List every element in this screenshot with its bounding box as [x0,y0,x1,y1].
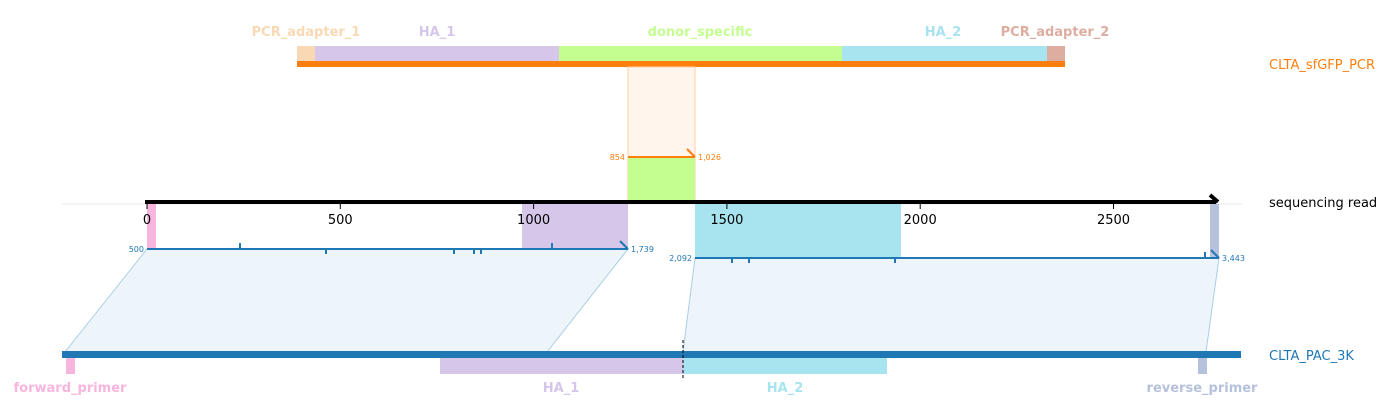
top-feature-ha-2 [842,46,1047,61]
right-alignment-start-label: 2,092 [669,254,692,263]
axis-tick-label: 500 [328,213,353,228]
read-feature-reverse-primer [1210,204,1219,258]
bottom-track-bar [62,351,1241,358]
axis-tick-label: 1500 [710,213,743,228]
right-alignment-arrow [1210,249,1220,259]
axis-tick-label: 0 [143,213,151,228]
top-alignment-arrow [686,148,696,158]
top-label-pcr-adapter-1: PCR_adapter_1 [252,25,361,40]
left-alignment-mismatches [239,243,553,254]
top-track-name: CLTA_sfGFP_PCR [1269,58,1375,73]
left-alignment-end-label: 1,739 [631,245,654,254]
top-feature-pcr-adapter-2 [1047,46,1065,61]
top-track-bar [297,61,1065,67]
axis-tick-label: 2500 [1097,213,1130,228]
bottom-label-ha-1: HA_1 [543,381,580,396]
top-track: PCR_adapter_1 HA_1 donor_specific HA_2 P… [252,25,1375,73]
left-alignment-link [63,248,630,353]
right-alignment-end-label: 3,443 [1222,254,1245,263]
bottom-feature-forward-primer [66,358,75,374]
top-alignment-end-label: 1,026 [698,153,721,162]
bottom-feature-ha-1 [440,358,683,374]
top-label-ha-1: HA_1 [419,25,456,40]
bottom-track-name: CLTA_PAC_3K [1269,349,1354,364]
top-alignment-start-label: 854 [610,153,625,162]
bottom-label-ha-2: HA_2 [767,381,804,396]
top-feature-pcr-adapter-1 [297,46,315,61]
right-alignment-mismatches [731,252,1206,263]
read-feature-ha-2 [695,204,901,258]
left-alignment-arrow [619,240,629,250]
bottom-label-reverse-primer: reverse_primer [1147,381,1259,396]
bottom-label-forward-primer: forward_primer [14,381,128,396]
bottom-feature-ha-2 [683,358,887,374]
right-alignment: 2,092 3,443 [669,249,1245,353]
top-alignment-donor-block [628,157,695,202]
read-feature-forward-primer [147,204,156,249]
top-feature-donor-specific [559,46,842,61]
read-feature-ha-1 [522,204,628,249]
bottom-feature-reverse-primer [1198,358,1207,374]
read-arrow-head [1208,193,1220,204]
top-label-donor-specific: donor_specific [648,25,753,40]
axis-tick-label: 1000 [517,213,550,228]
left-alignment: 500 1,739 [63,240,654,353]
left-alignment-start-label: 500 [129,245,144,254]
top-feature-ha-1 [315,46,559,61]
axis-tick-label: 2000 [904,213,937,228]
top-label-ha-2: HA_2 [925,25,962,40]
top-alignment: 854 1,026 [610,66,721,203]
right-alignment-link [682,257,1220,353]
middle-track-name: sequencing read [1269,196,1377,211]
middle-track: 0 500 1000 1500 2000 2500 sequencing read [62,193,1377,258]
top-label-pcr-adapter-2: PCR_adapter_2 [1001,25,1110,40]
axis-ticks: 0 500 1000 1500 2000 2500 [143,204,1130,228]
bottom-track: forward_primer HA_1 HA_2 reverse_primer … [14,340,1354,396]
